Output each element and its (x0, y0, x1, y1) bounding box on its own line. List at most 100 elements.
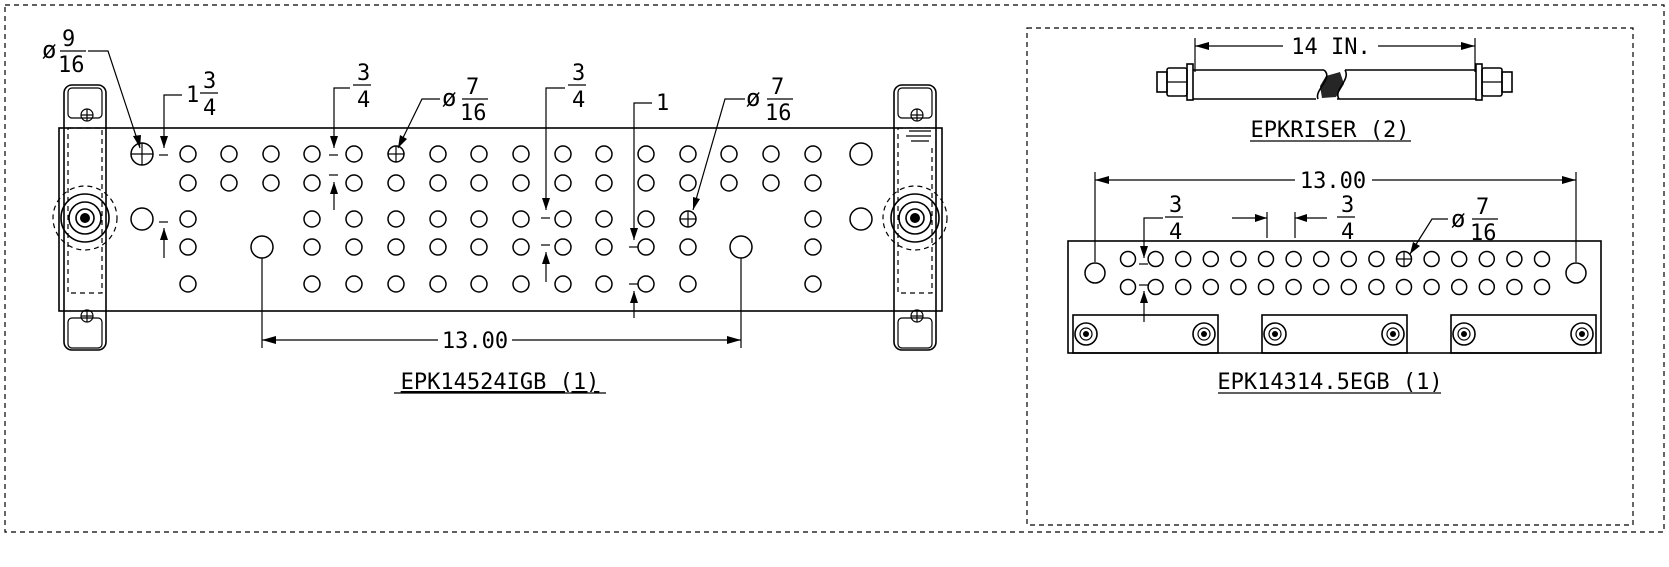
mounting-hole (1202, 250, 1220, 268)
svg-text:16: 16 (460, 101, 487, 126)
mounting-hole (1423, 250, 1440, 268)
mounting-hole (429, 145, 447, 163)
right-bar-view: 13.00 3 4 3 4 ø 7 (1067, 169, 1602, 395)
mounting-hole (470, 174, 488, 192)
ground-bar-left (58, 127, 943, 312)
mounting-hole (512, 238, 530, 256)
mounting-hole (804, 210, 822, 228)
callout-large-hole: ø 9 16 (42, 27, 141, 149)
svg-text:3: 3 (203, 69, 216, 94)
mounting-hole (345, 210, 363, 228)
svg-text:9: 9 (62, 27, 75, 52)
mounting-hole (1565, 262, 1587, 284)
mounting-hole (637, 145, 655, 163)
mounting-hole (1202, 278, 1220, 296)
mounting-hole (595, 210, 613, 228)
svg-text:4: 4 (572, 88, 585, 113)
inset-border (1026, 27, 1634, 526)
mounting-hole (679, 275, 697, 293)
mounting-hole (470, 145, 488, 163)
mounting-hole (429, 275, 447, 293)
svg-text:3: 3 (357, 61, 370, 86)
mounting-hole (849, 207, 873, 231)
svg-text:7: 7 (466, 75, 479, 100)
svg-text:3: 3 (1341, 193, 1354, 218)
mounting-hole (554, 174, 572, 192)
mounting-hole (179, 145, 197, 163)
svg-text:4: 4 (203, 96, 216, 121)
mounting-hole (595, 275, 613, 293)
mounting-hole (1506, 278, 1523, 296)
mounting-hole (345, 145, 363, 163)
mounting-hole (720, 174, 738, 192)
right-callout-hole: ø 7 16 (1409, 195, 1498, 255)
mounting-hole (179, 238, 197, 256)
mounting-hole (512, 210, 530, 228)
mounting-hole (179, 174, 197, 192)
mounting-hole (804, 174, 822, 192)
mounting-hole (387, 210, 405, 228)
mounting-hole (1450, 250, 1468, 268)
mounting-hole (1368, 278, 1385, 296)
mounting-hole (130, 207, 154, 231)
mounting-hole (470, 275, 488, 293)
mounting-hole (1506, 250, 1523, 268)
mounting-hole (1230, 278, 1247, 296)
left-view-title: EPK14524IGB (1) (401, 370, 600, 395)
mounting-hole (1423, 278, 1440, 296)
callout-spacing-c: 1 (629, 91, 669, 318)
mounting-hole (1368, 250, 1385, 268)
callout-spacing-a: 3 4 (329, 61, 371, 210)
mounting-hole (1395, 278, 1413, 296)
mounting-hole (1533, 278, 1551, 296)
mounting-hole (804, 145, 822, 163)
mounting-hole (303, 145, 321, 163)
sheet-border (4, 4, 1665, 533)
standoff-1 (1072, 314, 1219, 354)
mounting-hole (637, 174, 655, 192)
mounting-hole (512, 275, 530, 293)
standoff-2 (1261, 314, 1408, 354)
svg-text:4: 4 (1169, 220, 1182, 245)
svg-text:4: 4 (357, 88, 370, 113)
mounting-hole (679, 145, 697, 163)
left-bar-view: 13.00 EPK14524IGB (1) ø 9 16 1 3 4 (42, 27, 948, 395)
mounting-hole (1450, 278, 1468, 296)
mounting-hole (303, 238, 321, 256)
mounting-hole (1285, 278, 1302, 296)
callout-spacing-b: 3 4 (541, 61, 586, 282)
right-callout-spacing-b: 3 4 (1232, 193, 1355, 245)
mounting-hole (250, 235, 274, 259)
svg-text:1: 1 (186, 83, 199, 108)
right-hole-pattern (1084, 250, 1587, 296)
mounting-hole (429, 210, 447, 228)
mounting-hole (595, 174, 613, 192)
mounting-hole (262, 174, 280, 192)
mounting-hole (554, 210, 572, 228)
mounting-hole (303, 210, 321, 228)
mounting-hole (512, 174, 530, 192)
mounting-hole (1257, 278, 1275, 296)
mounting-hole (1257, 250, 1275, 268)
mounting-hole (595, 145, 613, 163)
mounting-hole (679, 238, 697, 256)
svg-text:16: 16 (58, 53, 85, 78)
callout-small-hole-2: ø 7 16 (692, 75, 793, 211)
mounting-hole (387, 174, 405, 192)
mounting-hole (179, 275, 197, 293)
riser-title: EPKRISER (2) (1251, 118, 1410, 143)
mounting-hole (470, 210, 488, 228)
mounting-hole (345, 238, 363, 256)
right-view-title: EPK14314.5EGB (1) (1217, 370, 1442, 395)
svg-text:ø: ø (746, 84, 760, 112)
mounting-hole (1119, 250, 1137, 268)
mounting-hole (220, 145, 238, 163)
mounting-hole (762, 145, 780, 163)
mounting-hole (1340, 278, 1358, 296)
mounting-hole (1147, 278, 1164, 296)
mounting-hole (1230, 250, 1247, 268)
mounting-hole (554, 238, 572, 256)
svg-text:ø: ø (442, 84, 456, 112)
mounting-hole (1340, 250, 1358, 268)
